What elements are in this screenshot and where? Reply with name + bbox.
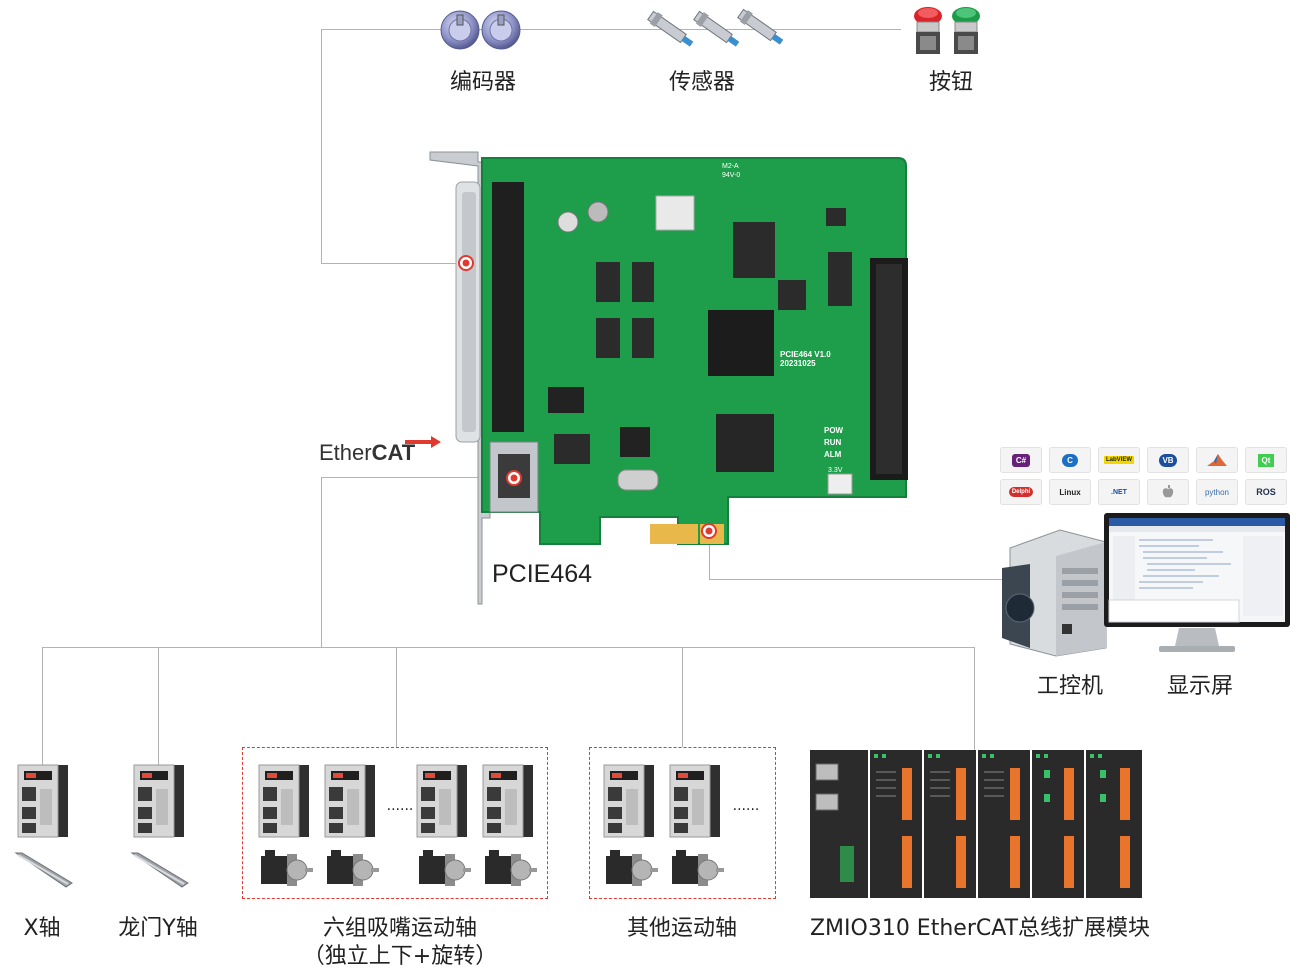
servo-drive-nozzle-3-icon	[416, 764, 468, 838]
wire-left-vertical-bottom	[321, 477, 322, 647]
apple-logo-icon	[1147, 479, 1189, 505]
ethercat-arrow-icon	[405, 436, 441, 448]
wire-pcie-to-ipc	[709, 579, 1009, 580]
wire-pcie-vertical	[709, 532, 710, 579]
cpp-logo-icon: C	[1049, 447, 1091, 473]
button-label: 按钮	[928, 70, 973, 95]
servo-drive-nozzle-1-icon	[258, 764, 310, 838]
nozzle-axes-group-box	[242, 747, 548, 899]
board-silk-top2: 94V-0	[722, 172, 740, 179]
board-led-pow: POW	[824, 426, 844, 435]
wire-drop-y	[158, 647, 159, 765]
other-axes-group-box	[589, 747, 776, 899]
gantry-y-label: 龙门Y轴	[118, 916, 198, 941]
wire-drop-other	[682, 647, 683, 747]
board-silk-model: PCIE464 V1.0	[780, 350, 831, 359]
sensor-label: 传感器	[668, 70, 735, 95]
zmio-module-label: ZMIO310 EtherCAT总线扩展模块	[809, 916, 1151, 941]
ipc-label: 工控机	[1036, 674, 1103, 699]
ethercat-logo: EtherCAT	[319, 436, 445, 470]
servo-motor-nozzle-1-icon	[260, 849, 314, 887]
board-silk-date: 20231025	[780, 359, 816, 368]
wire-to-db-connector	[321, 263, 467, 264]
encoder-label: 编码器	[449, 70, 516, 95]
linear-rail-y-icon	[131, 852, 189, 888]
nozzle-axes-label-line2: （独立上下+旋转）	[302, 944, 498, 969]
encoder-icon	[440, 10, 521, 50]
board-led-run: RUN	[824, 438, 842, 447]
wire-drop-x	[42, 647, 43, 765]
button-icon	[914, 7, 980, 54]
board-voltage: 3.3V	[828, 467, 843, 474]
other-ellipsis: ......	[732, 798, 760, 814]
nozzle-axes-label-line1: 六组吸嘴运动轴	[322, 916, 477, 941]
servo-drive-other-1-icon	[603, 764, 655, 838]
servo-drive-other-2-icon	[669, 764, 721, 838]
delphi-logo-icon: Delphi	[1000, 479, 1042, 505]
ethercat-ether-text: Ether	[319, 440, 372, 465]
vb-logo-icon: VB	[1147, 447, 1189, 473]
screen-label: 显示屏	[1166, 674, 1233, 699]
servo-drive-nozzle-2-icon	[324, 764, 376, 838]
ros-logo-icon: ROS	[1245, 479, 1287, 505]
qt-logo-icon: Qt	[1245, 447, 1287, 473]
pcie-board-image: M2-A 94V-0 PCIE464 V1.0 20231025 POW RUN…	[429, 151, 908, 605]
servo-motor-nozzle-3-icon	[418, 849, 472, 887]
linear-rail-x-icon	[15, 852, 73, 888]
matlab-logo-icon	[1196, 447, 1238, 473]
dotnet-logo-icon: .NET	[1098, 479, 1140, 505]
wire-left-vertical-top	[321, 29, 322, 263]
servo-drive-x-icon	[17, 764, 69, 838]
wire-drop-zmio	[974, 647, 975, 750]
monitor-icon	[1104, 513, 1290, 652]
servo-drive-nozzle-4-icon	[482, 764, 534, 838]
servo-motor-other-2-icon	[671, 849, 725, 887]
servo-motor-nozzle-2-icon	[326, 849, 380, 887]
ethercat-cat-text: CAT	[371, 440, 416, 465]
nozzle-ellipsis: ......	[386, 798, 414, 814]
wire-from-ethernet	[321, 477, 514, 478]
servo-motor-other-1-icon	[605, 849, 659, 887]
software-logo-grid: C# C LabVIEW VB Qt Delphi Linux .NET pyt…	[1000, 447, 1290, 505]
industrial-pc-icon	[1002, 529, 1107, 657]
servo-drive-y-icon	[133, 764, 185, 838]
servo-motor-nozzle-4-icon	[484, 849, 538, 887]
x-axis-label: X轴	[23, 916, 61, 941]
board-silk-top1: M2-A	[722, 163, 739, 170]
csharp-logo-icon: C#	[1000, 447, 1042, 473]
other-axes-label: 其他运动轴	[626, 916, 737, 941]
sensor-icon	[647, 8, 784, 47]
labview-logo-icon: LabVIEW	[1098, 447, 1140, 473]
board-name: PCIE464	[492, 560, 593, 588]
zmio-module-icon	[810, 750, 1142, 898]
wire-top-horizontal	[321, 29, 901, 30]
wire-drop-nozzle	[396, 647, 397, 747]
wire-bottom-bus	[42, 647, 974, 648]
python-logo-icon: python	[1196, 479, 1238, 505]
board-led-alm: ALM	[824, 450, 842, 459]
linux-logo-icon: Linux	[1049, 479, 1091, 505]
